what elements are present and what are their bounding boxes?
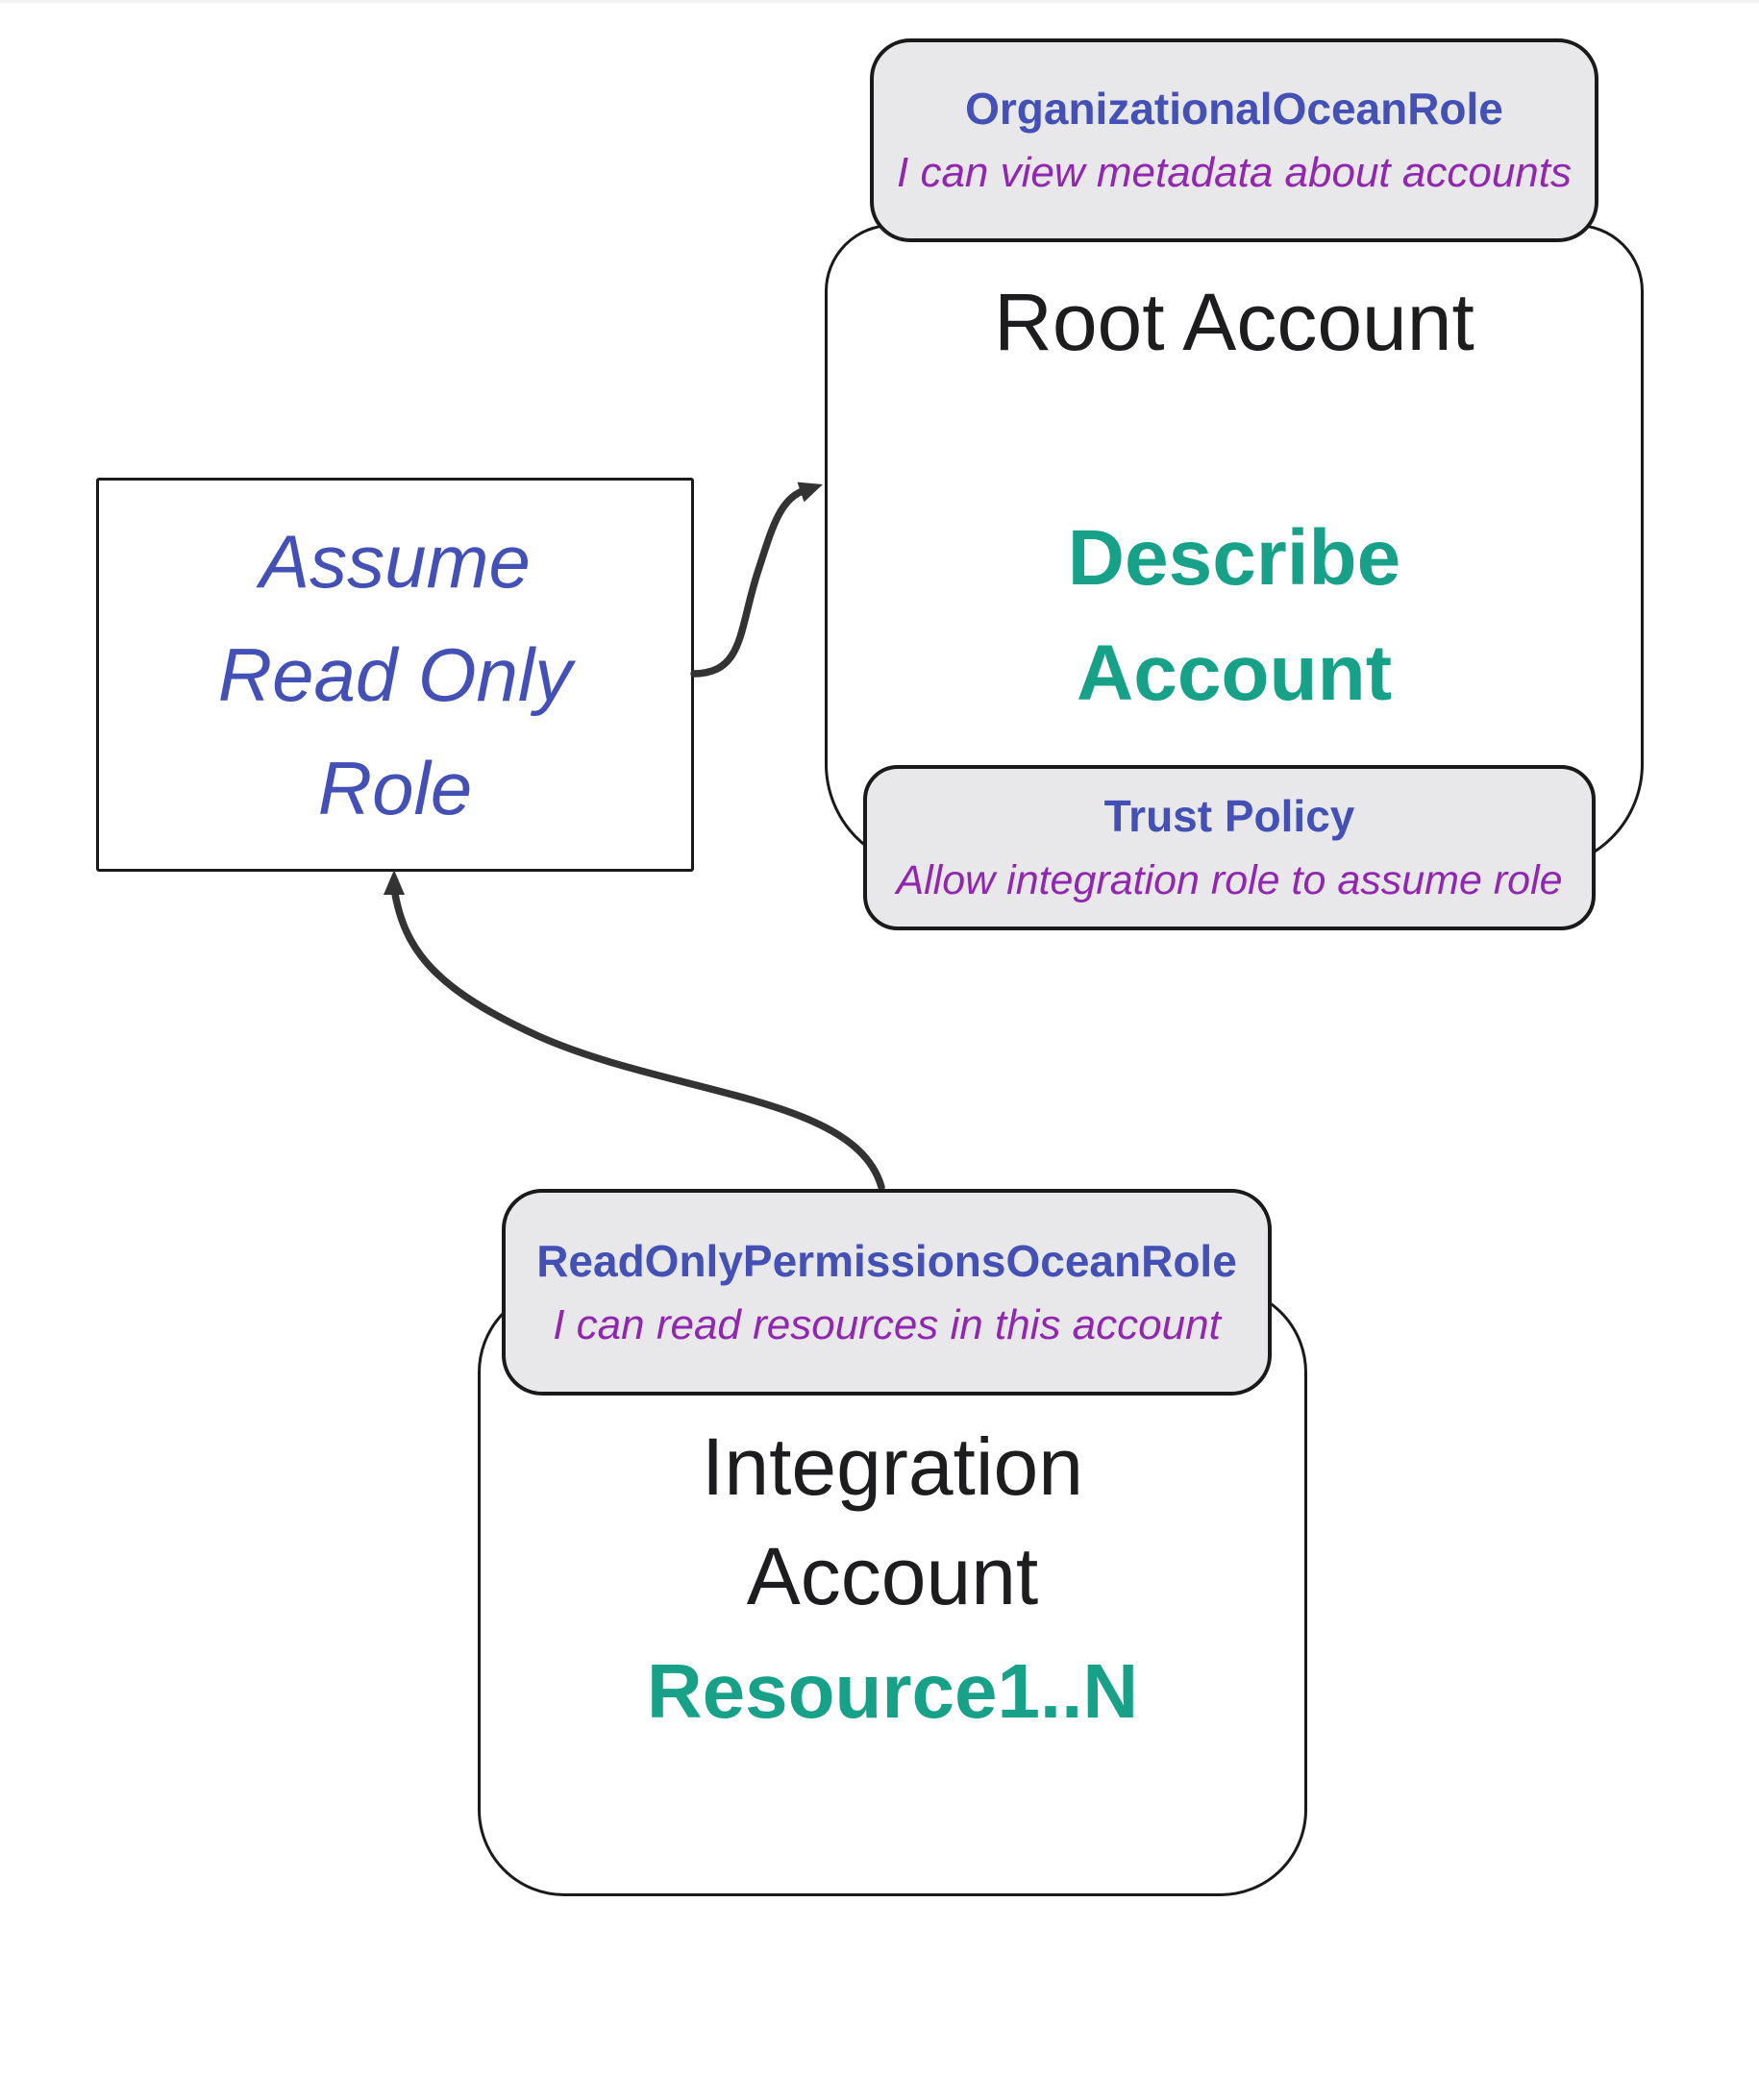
root-account-title: Root Account bbox=[994, 277, 1474, 367]
describe-account-line1: Describe bbox=[1067, 514, 1401, 602]
organizational-role-badge-subtitle: I can view metadata about accounts bbox=[897, 149, 1572, 196]
arrowhead-right-icon bbox=[797, 482, 823, 503]
readonly-permissions-role-badge-title: ReadOnlyPermissionsOceanRole bbox=[536, 1235, 1237, 1286]
integration-account-title: Integration Account bbox=[481, 1412, 1304, 1631]
organizational-role-badge: OrganizationalOceanRole I can view metad… bbox=[870, 38, 1598, 242]
trust-policy-badge-title: Trust Policy bbox=[1103, 791, 1355, 841]
assume-role-line1: Assume bbox=[260, 519, 531, 604]
arrowhead-up-icon bbox=[384, 870, 405, 895]
trust-policy-badge: Trust Policy Allow integration role to a… bbox=[863, 765, 1596, 930]
arrow-integration-to-assume bbox=[384, 870, 885, 1191]
readonly-permissions-role-badge-subtitle: I can read resources in this account bbox=[553, 1300, 1221, 1348]
root-account-box: Root Account Describe Account bbox=[825, 224, 1644, 870]
integration-account-title-line2: Account bbox=[746, 1531, 1039, 1621]
readonly-permissions-role-badge: ReadOnlyPermissionsOceanRole I can read … bbox=[502, 1189, 1272, 1396]
assume-role-line2: Read Only bbox=[217, 632, 573, 717]
arrow-assume-to-root bbox=[690, 482, 823, 678]
assume-read-only-role-box: Assume Read Only Role bbox=[96, 478, 694, 872]
organizational-role-badge-title: OrganizationalOceanRole bbox=[965, 84, 1503, 134]
integration-account-title-line1: Integration bbox=[702, 1421, 1083, 1512]
resources-label: Resource1..N bbox=[646, 1648, 1139, 1734]
describe-account-label: Describe Account bbox=[828, 501, 1641, 731]
trust-policy-badge-subtitle: Allow integration role to assume role bbox=[896, 857, 1563, 903]
describe-account-line2: Account bbox=[1077, 630, 1392, 717]
assume-role-line3: Role bbox=[317, 746, 473, 830]
page-top-edge bbox=[0, 0, 1759, 3]
